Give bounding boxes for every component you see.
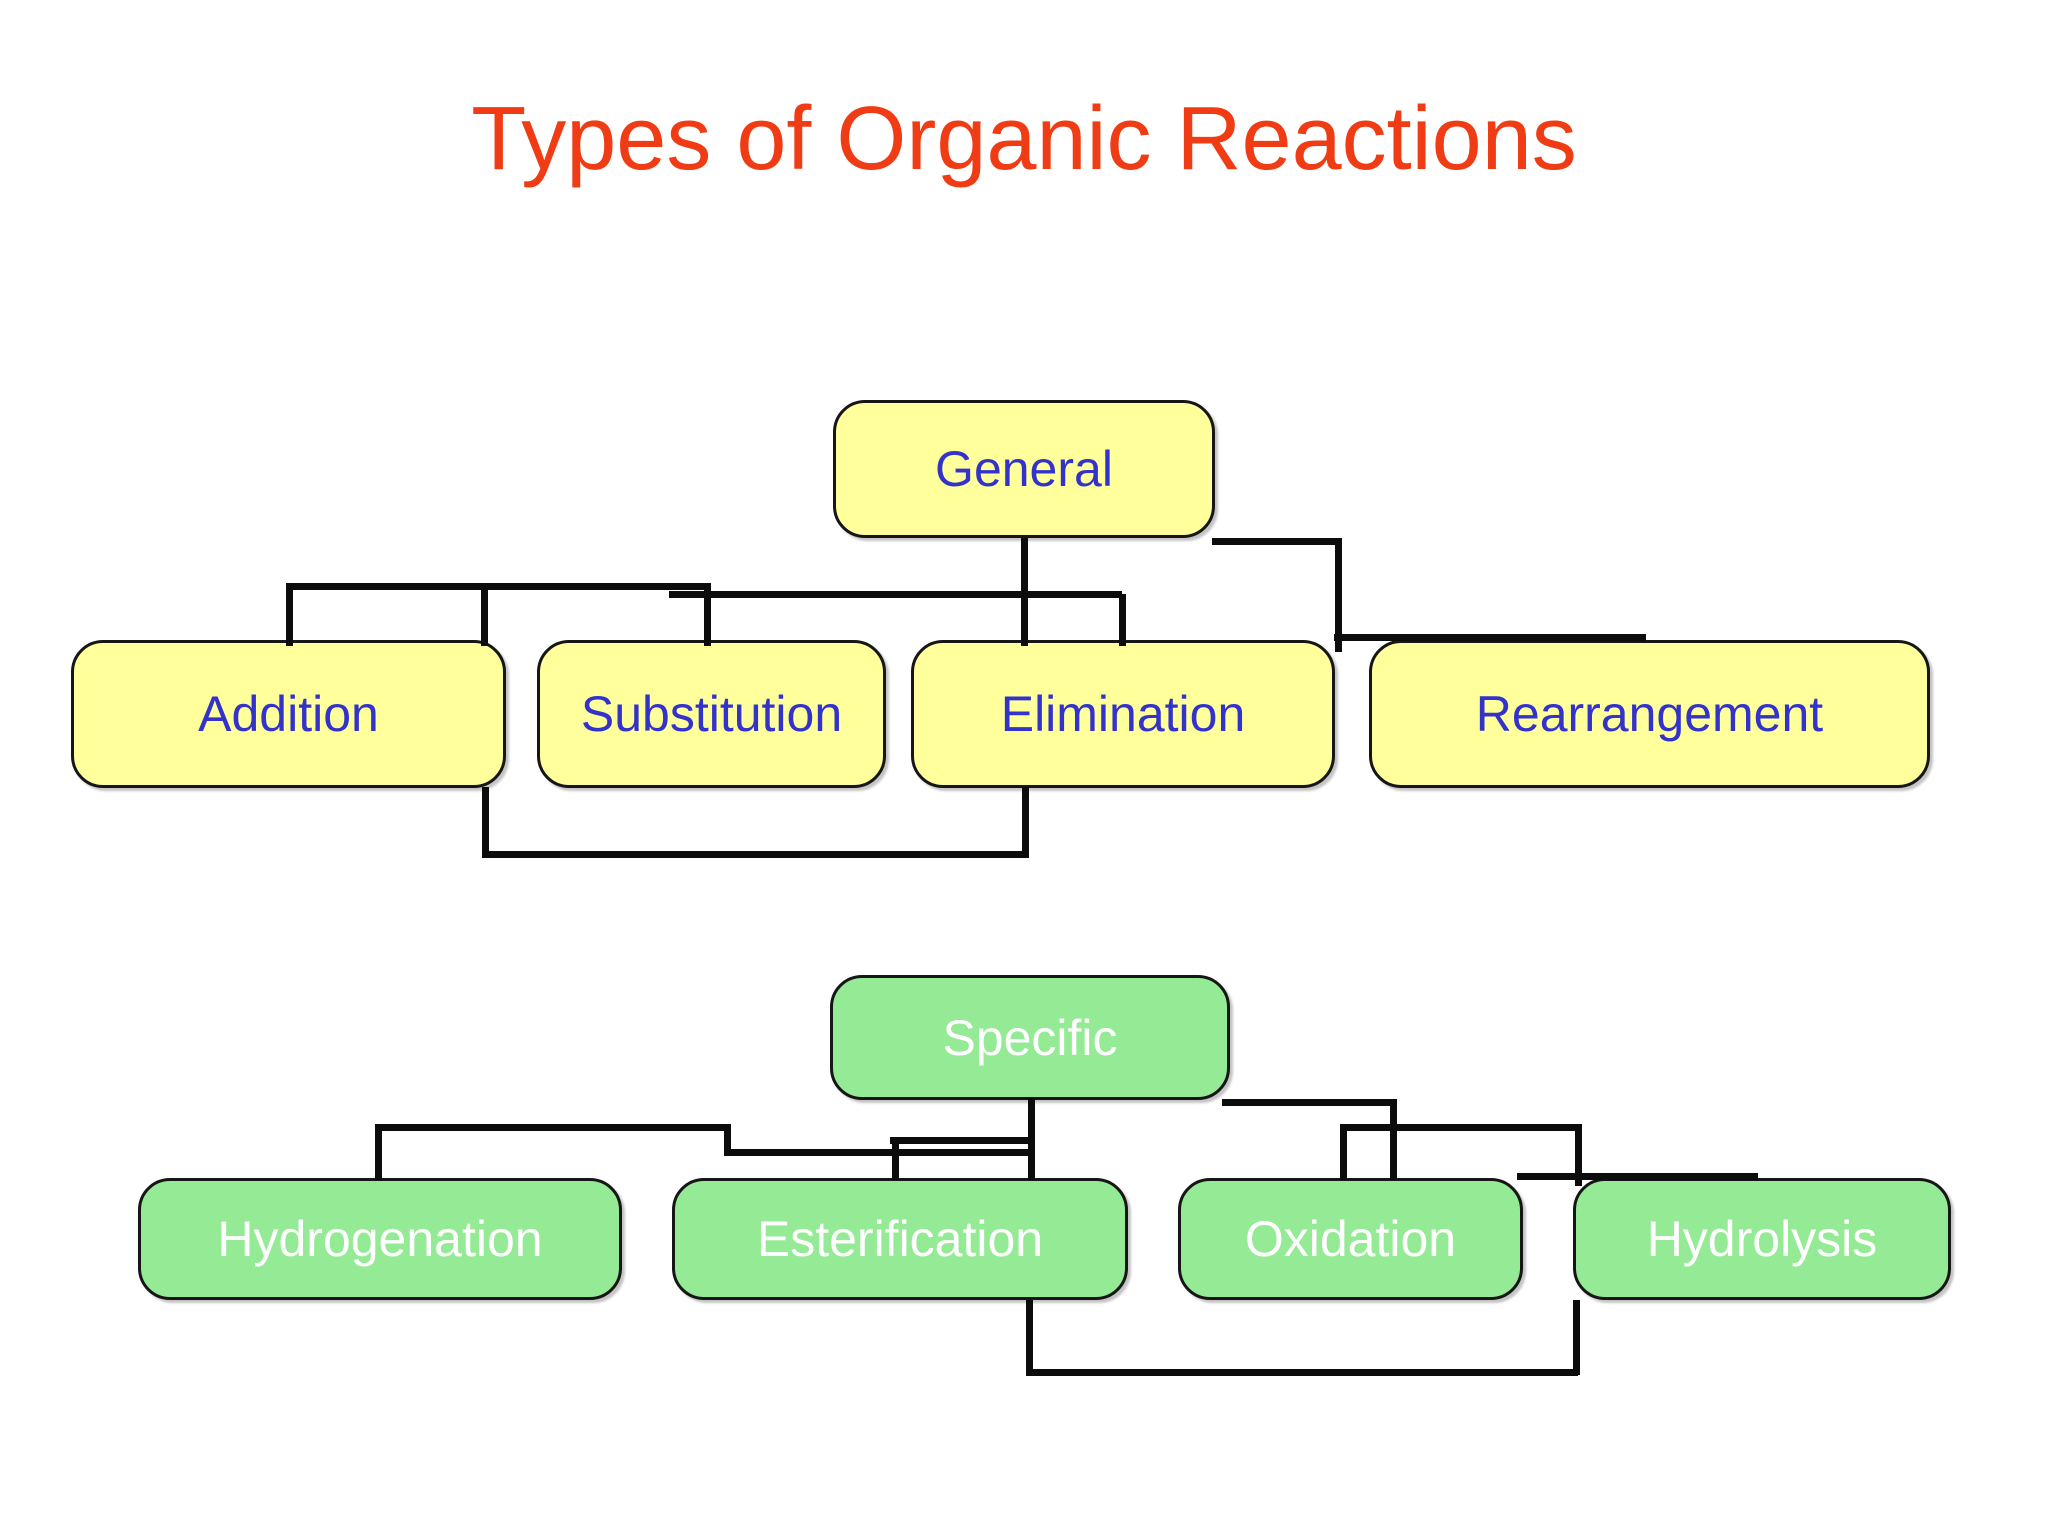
connector-segment: [1390, 1099, 1397, 1180]
node-substitution: Substitution: [537, 640, 886, 788]
connector-segment: [1222, 1099, 1396, 1106]
connector-segment: [1022, 787, 1029, 855]
connector-segment: [1212, 538, 1341, 545]
connector-segment: [890, 1137, 1035, 1144]
connector-segment: [1573, 1300, 1580, 1375]
node-elimination-label: Elimination: [1000, 686, 1246, 742]
node-rearrangement: Rearrangement: [1369, 640, 1930, 788]
connector-segment: [375, 1124, 730, 1131]
connector-segment: [1119, 594, 1126, 646]
slide-title: Types of Organic Reactions: [471, 89, 1577, 189]
connector-segment: [482, 787, 489, 858]
connector-segment: [1026, 1369, 1578, 1376]
connector-segment: [482, 851, 1029, 858]
connector-segment: [892, 1137, 899, 1180]
node-hydrogenation: Hydrogenation: [138, 1178, 622, 1300]
node-hydrolysis-label: Hydrolysis: [1646, 1211, 1878, 1267]
node-oxidation-label: Oxidation: [1244, 1211, 1457, 1267]
connector-segment: [481, 583, 488, 646]
connector-segment: [1340, 1124, 1581, 1131]
connector-segment: [669, 591, 1122, 598]
connector-segment: [724, 1124, 731, 1155]
connector-segment: [1575, 1124, 1582, 1186]
node-general: General: [833, 400, 1215, 538]
node-elimination: Elimination: [911, 640, 1335, 788]
node-esterification: Esterification: [672, 1178, 1128, 1300]
connector-segment: [704, 583, 711, 646]
node-substitution-label: Substitution: [580, 686, 843, 742]
node-specific-label: Specific: [942, 1009, 1118, 1066]
node-general-label: General: [935, 441, 1113, 497]
connector-segment: [1335, 538, 1342, 652]
node-addition-label: Addition: [198, 686, 379, 742]
node-oxidation: Oxidation: [1178, 1178, 1523, 1300]
node-specific: Specific: [830, 975, 1230, 1100]
connector-segment: [286, 583, 710, 590]
connector-segment: [1026, 1300, 1033, 1375]
node-addition: Addition: [71, 640, 506, 788]
node-hydrogenation-label: Hydrogenation: [217, 1211, 543, 1267]
connector-segment: [1517, 1173, 1758, 1180]
connector-segment: [1334, 634, 1646, 641]
connector-segment: [1021, 538, 1028, 646]
connector-segment: [1340, 1124, 1347, 1180]
node-esterification-label: Esterification: [756, 1211, 1044, 1267]
node-hydrolysis: Hydrolysis: [1573, 1178, 1951, 1300]
connector-segment: [724, 1149, 1035, 1156]
connector-segment: [286, 583, 293, 646]
node-rearrangement-label: Rearrangement: [1475, 686, 1824, 742]
connector-segment: [375, 1124, 382, 1180]
